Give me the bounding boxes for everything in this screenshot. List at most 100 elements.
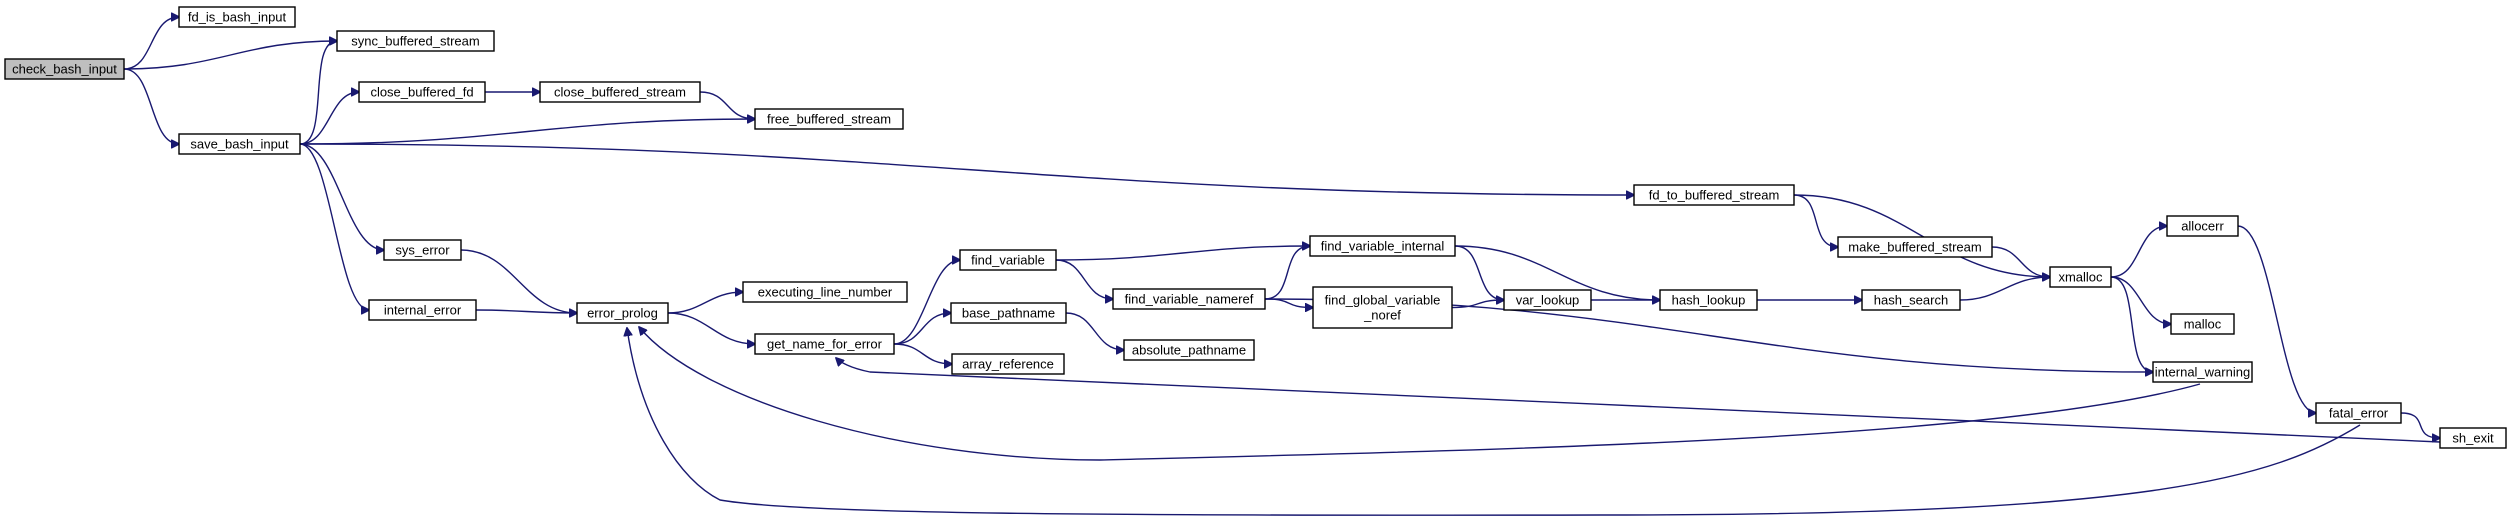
node-label: internal_warning bbox=[2155, 365, 2250, 380]
node-label: base_pathname bbox=[962, 306, 1055, 321]
edge-check-bash-input-to-sync-buffered-stream bbox=[123, 41, 337, 70]
node-internal-warning[interactable]: internal_warning bbox=[2152, 361, 2253, 383]
edge-xmalloc-to-allocerr bbox=[2110, 226, 2167, 278]
node-label: _noref bbox=[1363, 308, 1401, 323]
node-fatal-error[interactable]: fatal_error bbox=[2315, 402, 2402, 424]
node-allocerr[interactable]: allocerr bbox=[2166, 215, 2239, 237]
edge-internal-error-to-error-prolog bbox=[475, 310, 577, 313]
edge-check-bash-input-to-save-bash-input bbox=[123, 68, 179, 144]
node-xmalloc[interactable]: xmalloc bbox=[2049, 266, 2112, 288]
node-label: close_buffered_fd bbox=[370, 85, 473, 100]
edge-find-variable-internal-to-hash-lookup bbox=[1454, 245, 1660, 300]
node-sh-exit[interactable]: sh_exit bbox=[2439, 427, 2507, 449]
node-label: xmalloc bbox=[2058, 270, 2103, 285]
edge-fatal-error-to-error-prolog bbox=[627, 328, 2361, 516]
node-label: find_variable bbox=[971, 253, 1045, 268]
node-hash-search[interactable]: hash_search bbox=[1861, 289, 1961, 311]
edge-save-bash-input-to-internal-error bbox=[299, 143, 369, 310]
node-label: malloc bbox=[2184, 317, 2222, 332]
node-box bbox=[1633, 184, 1795, 206]
node-box bbox=[1123, 339, 1255, 361]
node-sync-buffered-stream[interactable]: sync_buffered_stream bbox=[336, 30, 495, 52]
node-box bbox=[959, 249, 1057, 271]
node-find-global-variable-noref[interactable]: find_global_variable_noref bbox=[1312, 286, 1453, 329]
edge-save-bash-input-to-free-buffered-stream bbox=[299, 119, 755, 145]
node-fd-to-buffered-stream[interactable]: fd_to_buffered_stream bbox=[1633, 184, 1795, 206]
node-box bbox=[2166, 215, 2239, 237]
node-sys-error[interactable]: sys_error bbox=[383, 239, 462, 261]
node-box bbox=[178, 133, 301, 155]
node-box bbox=[1837, 236, 1993, 258]
node-make-buffered-stream[interactable]: make_buffered_stream bbox=[1837, 236, 1993, 258]
node-find-variable[interactable]: find_variable bbox=[959, 249, 1057, 271]
edge-fd-to-buffered-stream-to-make-buffered-stream bbox=[1793, 194, 1838, 247]
node-label: sys_error bbox=[395, 243, 450, 258]
node-box bbox=[1861, 289, 1961, 311]
node-free-buffered-stream[interactable]: free_buffered_stream bbox=[754, 108, 904, 130]
node-close-buffered-fd[interactable]: close_buffered_fd bbox=[358, 81, 486, 103]
edge-find-variable-to-find-variable-nameref bbox=[1055, 259, 1113, 299]
node-array-reference[interactable]: array_reference bbox=[951, 353, 1065, 375]
node-label: error_prolog bbox=[587, 306, 658, 321]
node-var-lookup[interactable]: var_lookup bbox=[1503, 289, 1592, 311]
node-find-variable-nameref[interactable]: find_variable_nameref bbox=[1112, 288, 1266, 310]
node-label: internal_error bbox=[384, 303, 462, 318]
node-base-pathname[interactable]: base_pathname bbox=[950, 302, 1067, 324]
node-label: free_buffered_stream bbox=[767, 112, 891, 127]
edge-close-buffered-stream-to-free-buffered-stream bbox=[699, 91, 755, 119]
node-label: allocerr bbox=[2181, 219, 2224, 234]
node-label: var_lookup bbox=[1516, 293, 1580, 308]
node-executing-line-number[interactable]: executing_line_number bbox=[742, 281, 908, 303]
node-box bbox=[742, 281, 908, 303]
edge-base-pathname-to-absolute-pathname bbox=[1065, 312, 1124, 350]
node-internal-error[interactable]: internal_error bbox=[368, 299, 477, 321]
node-box bbox=[2315, 402, 2402, 424]
node-fd-is-bash-input[interactable]: fd_is_bash_input bbox=[178, 6, 296, 28]
node-label: find_global_variable bbox=[1325, 293, 1441, 308]
node-box bbox=[1112, 288, 1266, 310]
node-close-buffered-stream[interactable]: close_buffered_stream bbox=[539, 81, 701, 103]
node-label: fd_to_buffered_stream bbox=[1649, 188, 1780, 203]
node-label: get_name_for_error bbox=[767, 337, 883, 352]
node-box bbox=[383, 239, 462, 261]
node-absolute-pathname[interactable]: absolute_pathname bbox=[1123, 339, 1255, 361]
node-hash-lookup[interactable]: hash_lookup bbox=[1659, 289, 1758, 311]
node-label: hash_lookup bbox=[1672, 293, 1746, 308]
node-label: sh_exit bbox=[2452, 431, 2494, 446]
node-box bbox=[1312, 286, 1453, 329]
node-label: executing_line_number bbox=[758, 285, 893, 300]
edge-find-variable-nameref-to-find-variable-internal bbox=[1264, 246, 1310, 300]
edge-find-variable-internal-to-var-lookup bbox=[1454, 245, 1504, 300]
edge-save-bash-input-to-close-buffered-fd bbox=[299, 92, 359, 145]
node-label: sync_buffered_stream bbox=[351, 34, 479, 49]
edge-error-prolog-to-executing-line-number bbox=[667, 292, 743, 314]
edge-allocerr-to-fatal-error bbox=[2237, 225, 2316, 413]
node-box bbox=[368, 299, 477, 321]
node-label: array_reference bbox=[962, 357, 1054, 372]
edge-xmalloc-to-internal-warning bbox=[2110, 276, 2153, 372]
node-box bbox=[951, 353, 1065, 375]
node-box bbox=[178, 6, 296, 28]
node-box bbox=[2152, 361, 2253, 383]
node-label: fd_is_bash_input bbox=[188, 10, 287, 25]
edge-xmalloc-to-malloc bbox=[2110, 276, 2171, 324]
node-label: find_variable_nameref bbox=[1125, 292, 1254, 307]
edge-error-prolog-to-get-name-for-error bbox=[667, 312, 755, 344]
node-box bbox=[2049, 266, 2112, 288]
edge-make-buffered-stream-to-xmalloc bbox=[1991, 246, 2050, 277]
edge-save-bash-input-to-sys-error bbox=[299, 143, 384, 250]
node-error-prolog[interactable]: error_prolog bbox=[576, 302, 669, 324]
node-box bbox=[576, 302, 669, 324]
edge-sys-error-to-error-prolog bbox=[460, 249, 577, 313]
node-save-bash-input[interactable]: save_bash_input bbox=[178, 133, 301, 155]
edge-find-variable-to-find-variable-internal bbox=[1055, 246, 1310, 261]
node-get-name-for-error[interactable]: get_name_for_error bbox=[754, 333, 895, 355]
edge-check-bash-input-to-fd-is-bash-input bbox=[123, 17, 179, 70]
node-label: save_bash_input bbox=[190, 137, 289, 152]
node-malloc[interactable]: malloc bbox=[2170, 313, 2235, 335]
node-box bbox=[1309, 235, 1456, 257]
node-find-variable-internal[interactable]: find_variable_internal bbox=[1309, 235, 1456, 257]
node-check-bash-input[interactable]: check_bash_input bbox=[4, 58, 125, 80]
node-label: make_buffered_stream bbox=[1848, 240, 1981, 255]
